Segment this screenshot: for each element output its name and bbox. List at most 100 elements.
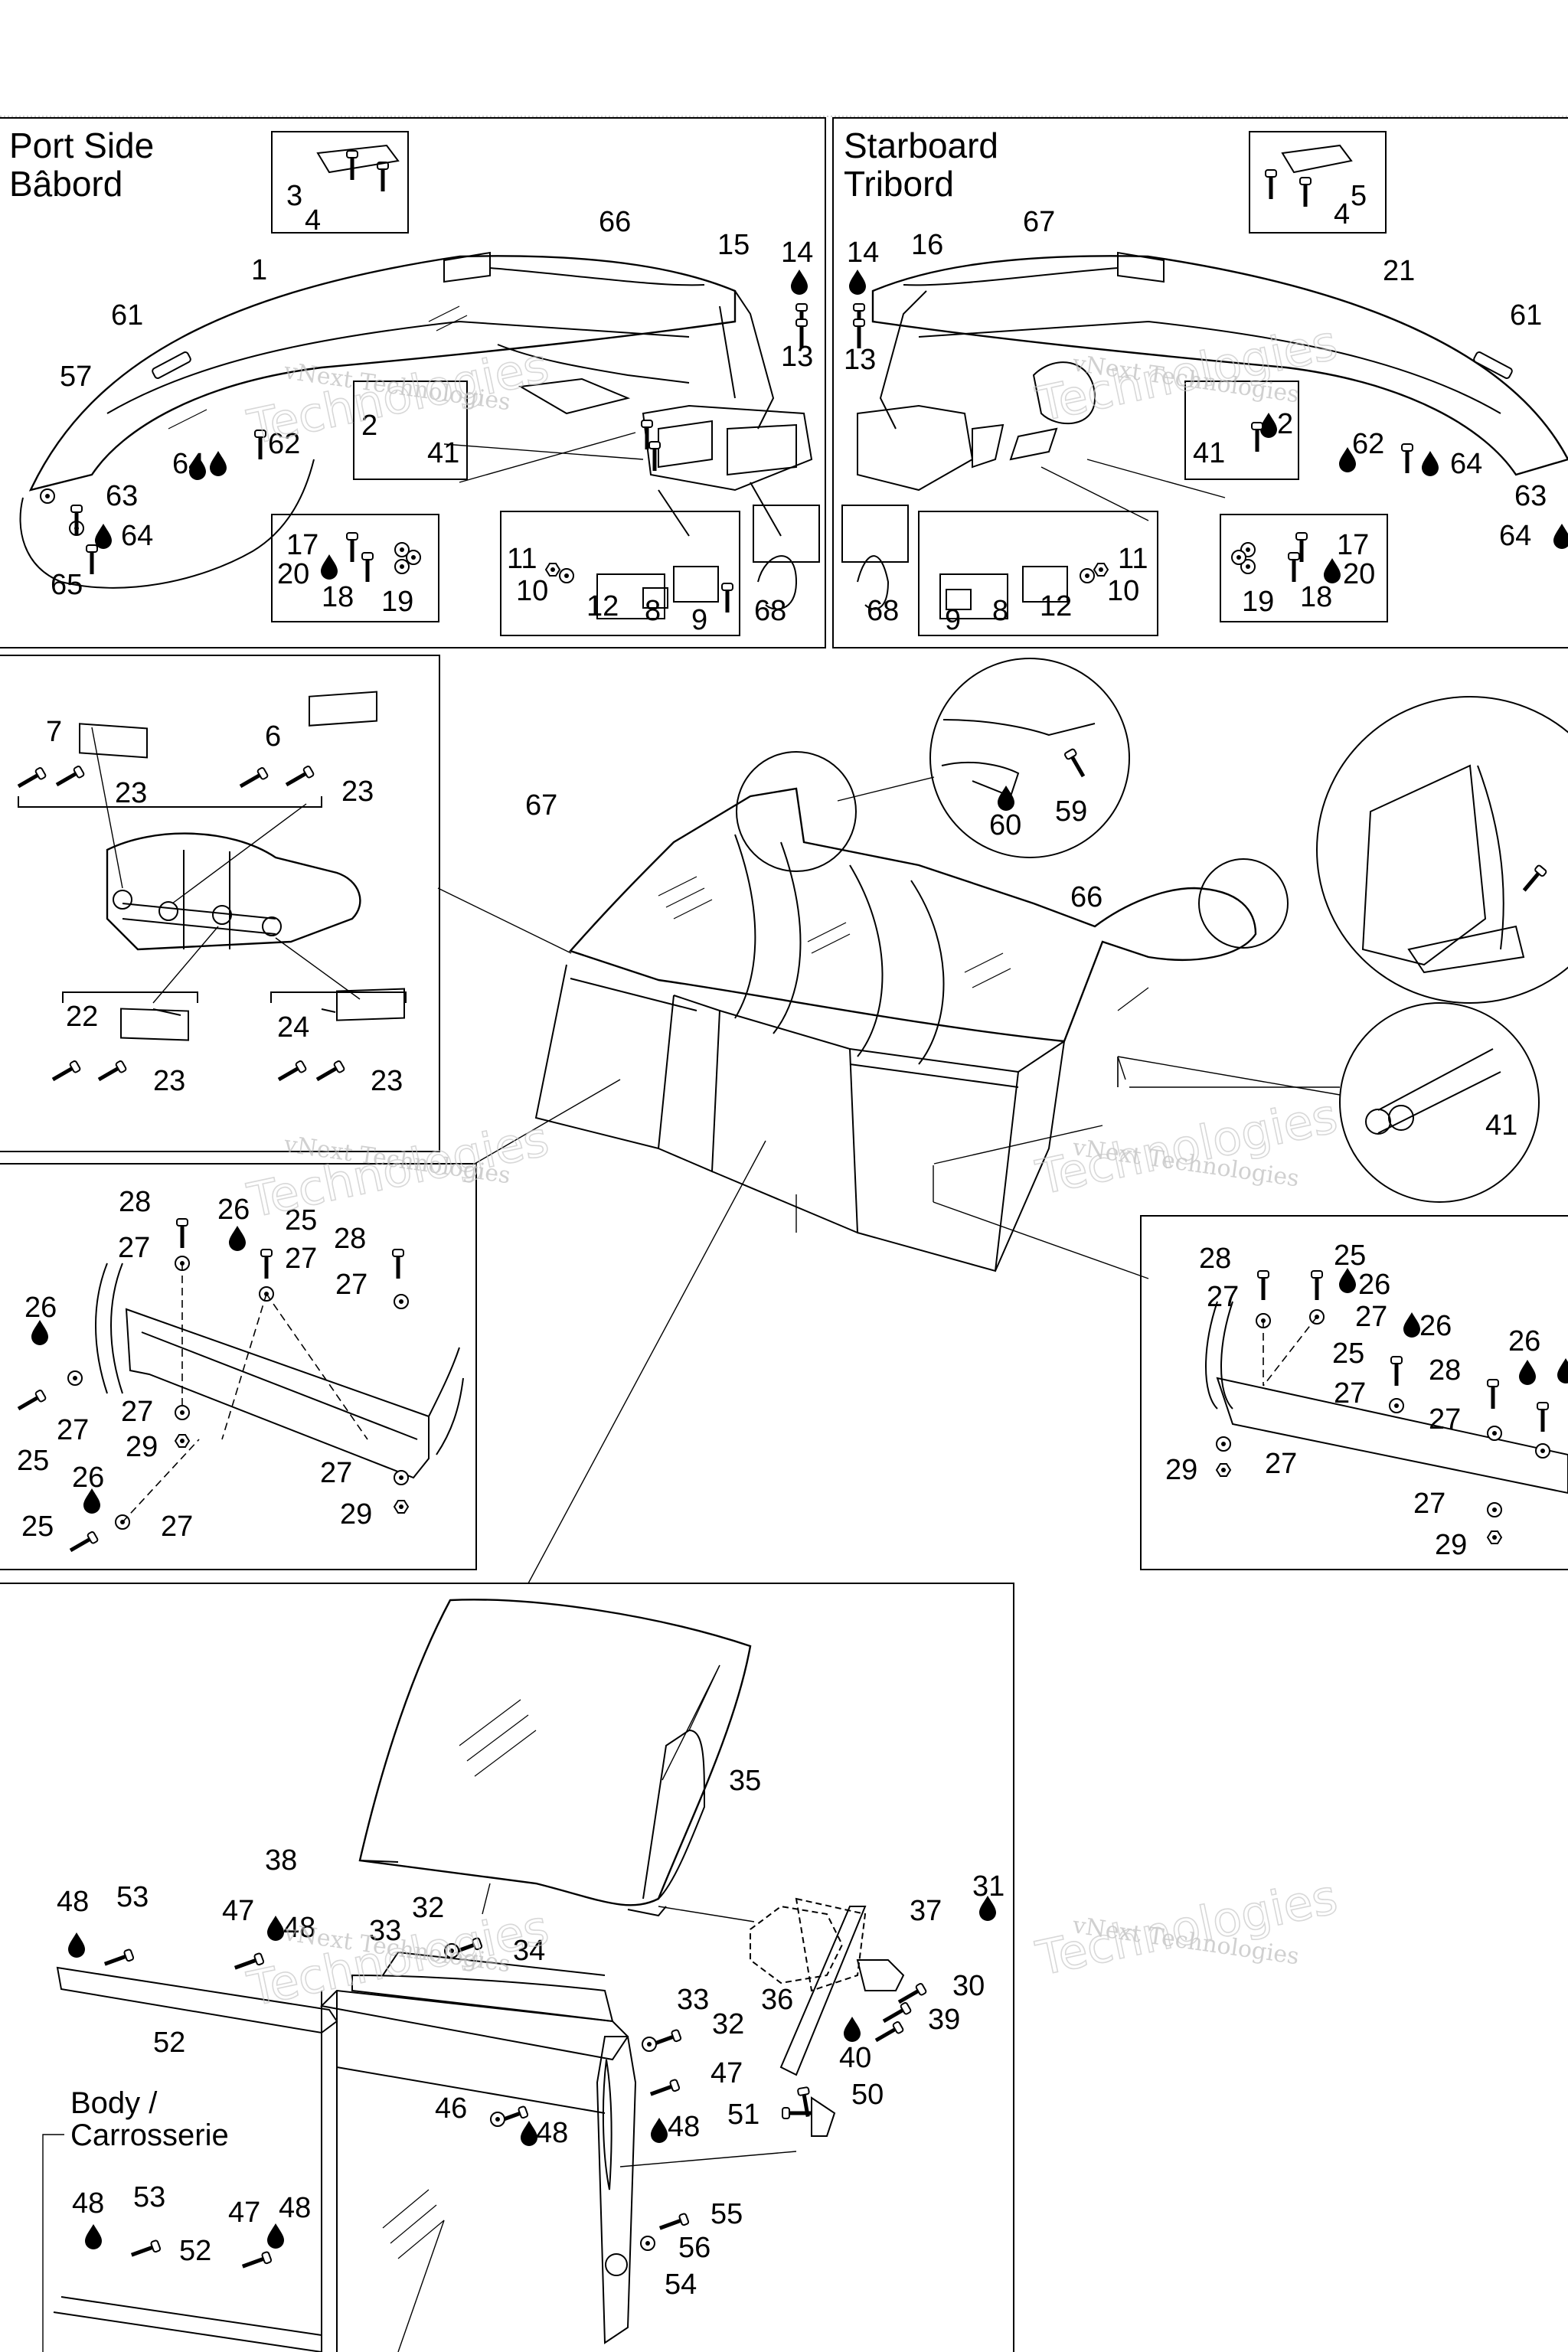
port-side-subtitle: Bâbord bbox=[9, 164, 122, 204]
callout: 5 bbox=[1351, 180, 1367, 212]
callout: 25 bbox=[285, 1204, 317, 1236]
callout: 38 bbox=[265, 1844, 297, 1877]
callout: 29 bbox=[340, 1498, 372, 1530]
callout: 29 bbox=[1435, 1529, 1467, 1561]
callout: 32 bbox=[712, 2008, 744, 2040]
callout: 26 bbox=[1358, 1269, 1390, 1301]
callout: 3 bbox=[286, 180, 302, 212]
callout: 2 bbox=[1277, 408, 1293, 440]
port-side-title: Port Side bbox=[9, 126, 154, 165]
callout: 62 bbox=[268, 428, 300, 460]
port-side-panel bbox=[0, 117, 826, 648]
callout: 63 bbox=[106, 480, 138, 512]
callout: 27 bbox=[1413, 1488, 1446, 1520]
callout: 19 bbox=[381, 586, 413, 618]
callout: 26 bbox=[1419, 1310, 1452, 1342]
callout: 40 bbox=[839, 2042, 871, 2074]
callout: 10 bbox=[516, 575, 548, 607]
callout: 25 bbox=[1334, 1240, 1366, 1272]
callout: 27 bbox=[335, 1269, 368, 1301]
callout: 29 bbox=[126, 1431, 158, 1463]
callout: 27 bbox=[1265, 1448, 1297, 1480]
callout: 47 bbox=[222, 1895, 254, 1927]
callout: 28 bbox=[334, 1223, 366, 1255]
callout: 47 bbox=[710, 2057, 743, 2089]
callout: 33 bbox=[369, 1915, 401, 1947]
callout: 26 bbox=[217, 1194, 250, 1226]
callout: 35 bbox=[729, 1765, 761, 1797]
callout: 2 bbox=[361, 410, 377, 442]
callout: 18 bbox=[322, 581, 354, 613]
callout: 36 bbox=[761, 1984, 793, 2016]
callout: 20 bbox=[277, 558, 309, 590]
callout: 18 bbox=[1300, 581, 1332, 613]
callout: 65 bbox=[51, 569, 83, 601]
callout: 19 bbox=[1242, 586, 1274, 618]
callout: 68 bbox=[867, 595, 899, 627]
callout: 27 bbox=[57, 1414, 89, 1446]
callout: 17 bbox=[1337, 529, 1369, 561]
callout: 12 bbox=[1040, 590, 1072, 622]
callout: 37 bbox=[910, 1895, 942, 1927]
port-side-drawing bbox=[19, 144, 813, 619]
callout: 41 bbox=[1485, 1109, 1517, 1142]
callout: 53 bbox=[116, 1881, 149, 1913]
callout: 48 bbox=[57, 1886, 89, 1918]
callout: 10 bbox=[1107, 575, 1139, 607]
callout: 17 bbox=[286, 529, 318, 561]
callout: 30 bbox=[952, 1970, 985, 2002]
callout: 64 bbox=[172, 448, 204, 480]
callout: 48 bbox=[283, 1912, 315, 1944]
svg-text:Technologies: Technologies bbox=[243, 1110, 554, 1228]
callout: 48 bbox=[668, 2111, 700, 2143]
callout: 27 bbox=[1355, 1301, 1387, 1333]
callout: 27 bbox=[118, 1232, 150, 1264]
callout: 57 bbox=[60, 361, 92, 393]
callout: 27 bbox=[121, 1396, 153, 1428]
callout: 1 bbox=[251, 254, 267, 286]
windshield-detail-drawing bbox=[53, 1599, 996, 2352]
callout: 24 bbox=[277, 1011, 309, 1044]
callout: 33 bbox=[677, 1984, 709, 2016]
callout: 6 bbox=[265, 720, 281, 753]
callout: 48 bbox=[72, 2187, 104, 2220]
callout: 27 bbox=[285, 1243, 317, 1275]
callout: 47 bbox=[228, 2197, 260, 2229]
callout: 54 bbox=[665, 2269, 697, 2301]
callout: 11 bbox=[1118, 543, 1148, 575]
callout: 28 bbox=[1429, 1354, 1461, 1387]
callout: 52 bbox=[153, 2027, 185, 2059]
starboard-drawing bbox=[849, 144, 1568, 619]
callout: 23 bbox=[153, 1065, 185, 1097]
callout: 20 bbox=[1343, 558, 1375, 590]
callout: 14 bbox=[781, 237, 813, 269]
callout: 7 bbox=[46, 716, 62, 748]
callout: 41 bbox=[427, 437, 459, 469]
callout: 23 bbox=[115, 777, 147, 809]
callout: 21 bbox=[1383, 255, 1415, 287]
bracket-detail-panel-right bbox=[1140, 1215, 1568, 1570]
callout: 39 bbox=[928, 2004, 960, 2036]
bracket-left-drawing bbox=[16, 1219, 464, 1555]
callout: 46 bbox=[435, 2092, 467, 2125]
callout: 31 bbox=[972, 1870, 1004, 1903]
body-label: Body / bbox=[70, 2086, 158, 2120]
callout: 8 bbox=[645, 595, 661, 627]
main-windshield-drawing bbox=[437, 658, 1568, 1584]
callout: 28 bbox=[1199, 1243, 1231, 1275]
callout: 15 bbox=[717, 229, 750, 261]
callout: 26 bbox=[72, 1462, 104, 1494]
callout: 50 bbox=[851, 2079, 884, 2111]
callout: 63 bbox=[1514, 480, 1547, 512]
callout: 27 bbox=[1429, 1403, 1461, 1436]
callout: 53 bbox=[133, 2181, 165, 2213]
callout: 61 bbox=[1510, 299, 1542, 332]
callout: 25 bbox=[17, 1445, 49, 1477]
bracket-detail-panel-left bbox=[0, 1163, 477, 1570]
callout: 66 bbox=[1070, 881, 1102, 913]
callout: 68 bbox=[754, 595, 786, 627]
callout: 16 bbox=[911, 229, 943, 261]
callout: 13 bbox=[781, 341, 813, 373]
callout: 52 bbox=[179, 2235, 211, 2267]
